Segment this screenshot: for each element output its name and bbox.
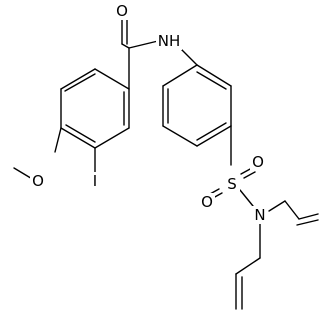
svg-text:O: O bbox=[32, 172, 44, 190]
svg-text:I: I bbox=[93, 172, 97, 190]
aniline-ring bbox=[162, 64, 232, 147]
sulfonyl-oxygen-left-label: O bbox=[199, 193, 215, 211]
amide-linkage bbox=[121, 19, 198, 90]
svg-text:S: S bbox=[227, 175, 237, 193]
svg-text:O: O bbox=[116, 2, 128, 20]
sulfonyl-oxygen-right-label: O bbox=[250, 153, 266, 171]
allyl-chains bbox=[235, 200, 319, 310]
sulfonamide-nitrogen-label: N bbox=[252, 206, 268, 224]
svg-text:O: O bbox=[252, 153, 264, 171]
iodine-label: I bbox=[89, 172, 101, 190]
benzoyl-ring bbox=[60, 68, 130, 149]
sulfur-label: S bbox=[224, 175, 240, 193]
methoxy-oxygen-label: O bbox=[30, 172, 46, 190]
svg-text:N: N bbox=[254, 206, 265, 224]
ring-substituents bbox=[13, 127, 96, 181]
sulfonyl-group bbox=[209, 125, 256, 207]
svg-text:O: O bbox=[201, 193, 213, 211]
svg-text:NH: NH bbox=[158, 32, 181, 50]
amide-nh-label: NH bbox=[156, 32, 182, 50]
carbonyl-oxygen-label: O bbox=[114, 2, 130, 20]
